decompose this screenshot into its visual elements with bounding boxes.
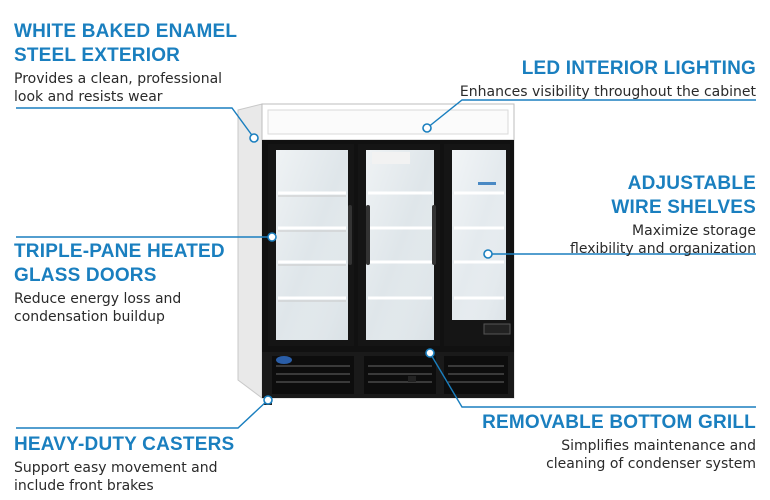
glass-door-left (268, 144, 354, 346)
feature-enamel-exterior: WHITE BAKED ENAMEL STEEL EXTERIOR Provid… (14, 20, 254, 106)
feature-title: REMOVABLE BOTTOM GRILL (482, 412, 756, 433)
caster-right (408, 376, 416, 382)
feature-title: HEAVY-DUTY CASTERS (14, 434, 235, 455)
door-handle-center (366, 205, 370, 265)
feature-description: Simplifies maintenance and cleaning of c… (546, 438, 756, 472)
glass-door-right (444, 144, 510, 346)
callout-dot-doors (267, 232, 277, 242)
callout-dot-led (422, 123, 432, 133)
leader-line-enamel (16, 107, 255, 139)
callout-dot-casters (263, 395, 273, 405)
feature-bottom-grill: REMOVABLE BOTTOM GRILL Simplifies mainte… (466, 411, 756, 473)
bottom-grill (262, 352, 514, 398)
brand-logo-icon (276, 356, 292, 364)
temperature-controller (483, 323, 511, 335)
feature-description: Reduce energy loss and condensation buil… (14, 291, 182, 325)
feature-led-lighting: LED INTERIOR LIGHTING Enhances visibilit… (436, 57, 756, 101)
door-handle-left (348, 205, 352, 265)
callout-dot-grill (425, 348, 435, 358)
feature-wire-shelves: ADJUSTABLE WIRE SHELVES Maximize storage… (536, 172, 756, 258)
leader-line-grill (429, 352, 756, 408)
door-handle-center-right (432, 205, 436, 265)
feature-title: TRIPLE-PANE HEATED GLASS DOORS (14, 241, 225, 286)
feature-casters: HEAVY-DUTY CASTERS Support easy movement… (14, 433, 254, 495)
callout-dot-shelves (483, 249, 493, 259)
feature-description: Enhances visibility throughout the cabin… (459, 84, 756, 100)
glass-door-center (358, 144, 440, 346)
callout-dot-enamel (249, 133, 259, 143)
leader-line-led (426, 99, 756, 129)
feature-title: LED INTERIOR LIGHTING (521, 58, 756, 79)
feature-title: ADJUSTABLE WIRE SHELVES (611, 173, 756, 218)
feature-glass-doors: TRIPLE-PANE HEATED GLASS DOORS Reduce en… (14, 240, 254, 326)
leader-line-casters (16, 399, 269, 429)
feature-description: Support easy movement and include front … (14, 460, 218, 494)
feature-description: Provides a clean, professional look and … (14, 71, 223, 105)
feature-description: Maximize storage flexibility and organiz… (570, 223, 756, 257)
feature-title: WHITE BAKED ENAMEL STEEL EXTERIOR (14, 21, 238, 66)
